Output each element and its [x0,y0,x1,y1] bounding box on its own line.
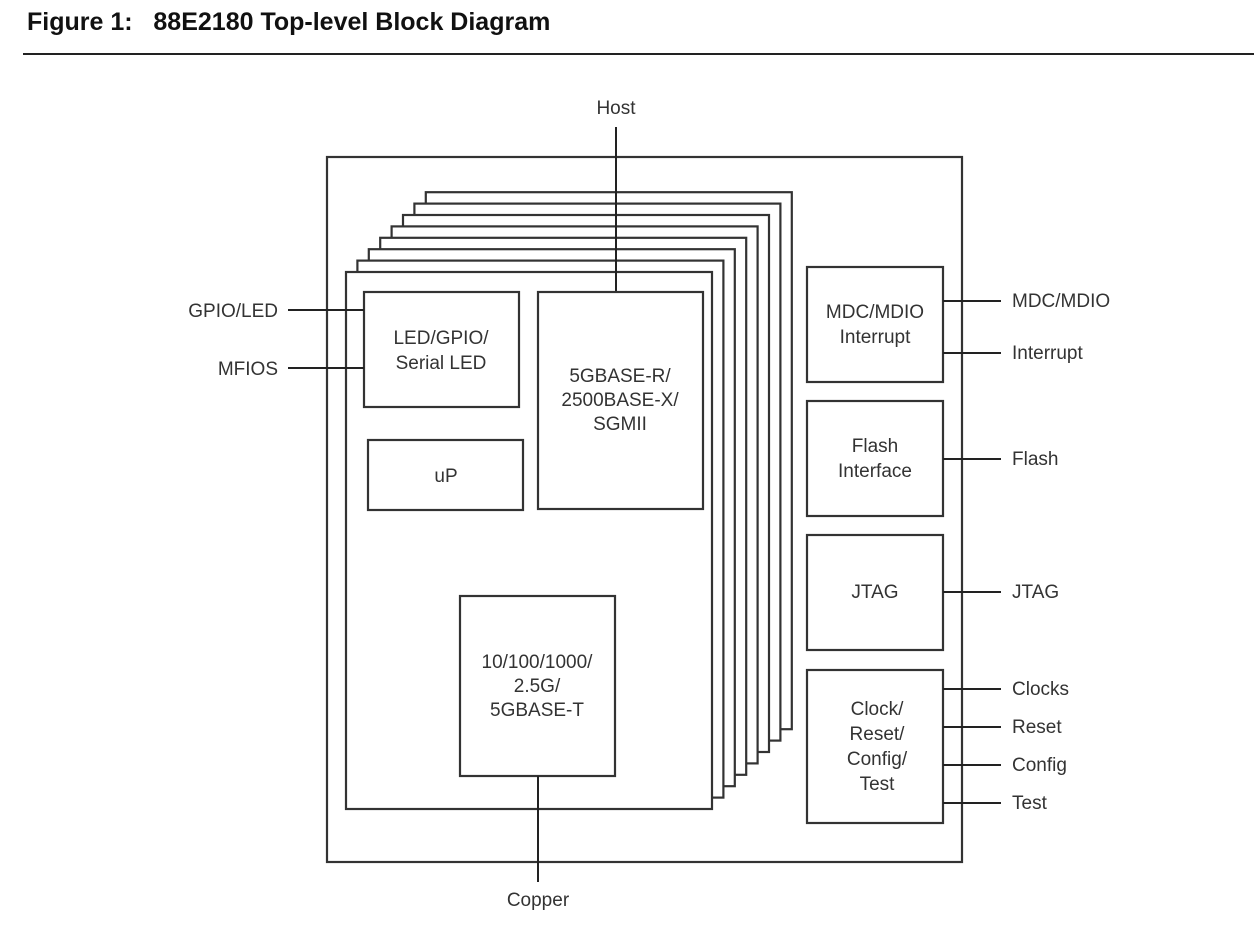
figure-title: Figure 1: 88E2180 Top-level Block Diagra… [27,8,551,36]
copper-phy-line1: 10/100/1000/ [482,652,594,673]
led-gpio-line1: LED/GPIO/ [393,328,489,349]
jtag-block-label: JTAG [851,582,898,603]
clock-block-line3: Config/ [847,749,908,770]
host-serdes-line2: 2500BASE-X/ [561,390,679,411]
clock-block-line1: Clock/ [851,699,905,720]
copper-phy-line3: 5GBASE-T [490,700,584,721]
clock-block-line2: Reset/ [850,724,906,745]
copper-phy-line2: 2.5G/ [514,676,561,697]
host-label: Host [596,98,636,119]
flash-line2: Interface [838,461,912,482]
mdc-mdio-block [805,265,945,384]
up-block [366,438,525,512]
clocks-label: Clocks [1012,679,1069,700]
led-gpio-line2: Serial LED [396,353,487,374]
mdc-mdio-label: MDC/MDIO [1012,291,1110,312]
mfios-label: MFIOS [218,359,278,380]
flash-label: Flash [1012,449,1058,470]
mdc-mdio-line2: Interrupt [840,327,911,348]
reset-label: Reset [1012,717,1062,738]
copper-phy-block [458,594,617,778]
test-label: Test [1012,793,1048,814]
copper-label: Copper [507,890,570,911]
jtag-block [805,533,945,652]
led-gpio-block [362,290,521,409]
interrupt-label: Interrupt [1012,343,1083,364]
clock-reset-config-test-block [805,668,945,825]
flash-line1: Flash [852,436,898,457]
flash-interface-block [805,399,945,518]
config-label: Config [1012,755,1067,776]
host-serdes-line1: 5GBASE-R/ [569,366,671,387]
host-serdes-block [536,290,705,511]
jtag-label: JTAG [1012,582,1059,603]
clock-block-line4: Test [860,774,896,795]
up-label: uP [434,466,457,487]
title-rule [23,53,1254,55]
host-serdes-line3: SGMII [593,414,647,435]
gpio-led-label: GPIO/LED [188,301,278,322]
mdc-mdio-line1: MDC/MDIO [826,302,924,323]
